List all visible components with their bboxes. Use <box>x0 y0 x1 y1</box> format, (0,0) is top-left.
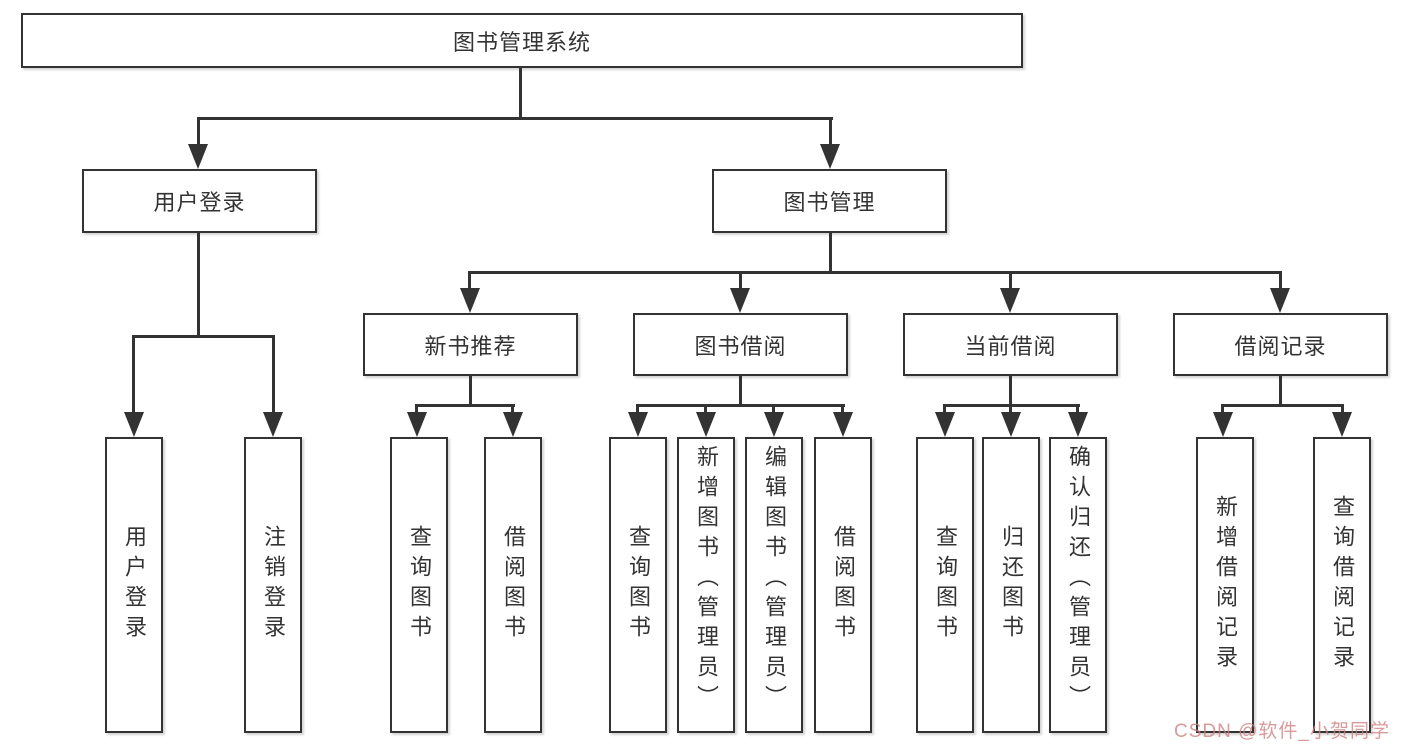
csdn-watermark: CSDN @软件_小贺同学 <box>1174 721 1390 742</box>
connector-line <box>468 272 471 290</box>
connector-line <box>1009 376 1012 406</box>
leaf-borrow-edit-book-admin: 编辑图书（管理员） <box>745 437 803 733</box>
connector-line <box>772 405 775 414</box>
leaf-user-login: 用户登录 <box>105 437 163 733</box>
connector-line <box>636 404 845 407</box>
leaf-current-confirm-return-admin: 确认归还（管理员） <box>1049 437 1107 733</box>
arrowhead-down-icon <box>407 412 427 437</box>
connector-line <box>1279 376 1282 406</box>
connector-line <box>829 118 832 146</box>
node-book-borrow: 图书借阅 <box>633 313 848 376</box>
connector-line <box>1221 404 1344 407</box>
arrowhead-down-icon <box>1332 412 1352 437</box>
node-book-manage: 图书管理 <box>712 169 947 233</box>
connector-line <box>197 118 200 146</box>
connector-line <box>841 405 844 414</box>
connector-line <box>943 405 946 414</box>
connector-line <box>636 405 639 414</box>
arrowhead-down-icon <box>263 412 283 437</box>
connector-line <box>739 272 742 290</box>
connector-line <box>468 271 1282 274</box>
connector-line <box>1279 272 1282 290</box>
node-current-borrow: 当前借阅 <box>903 313 1118 376</box>
connector-line <box>1009 272 1012 290</box>
arrowhead-down-icon <box>188 144 208 169</box>
connector-line <box>1009 405 1012 414</box>
arrowhead-down-icon <box>628 412 648 437</box>
arrowhead-down-icon <box>833 412 853 437</box>
connector-line <box>415 404 515 407</box>
arrowhead-down-icon <box>1001 412 1021 437</box>
arrowhead-down-icon <box>1270 288 1290 313</box>
connector-line <box>1341 405 1344 414</box>
connector-line <box>511 405 514 414</box>
arrowhead-down-icon <box>935 412 955 437</box>
arrowhead-down-icon <box>764 412 784 437</box>
connector-line <box>829 233 832 274</box>
leaf-recommend-borrow-book: 借阅图书 <box>484 437 542 733</box>
connector-line <box>519 68 522 118</box>
leaf-record-query-borrow-record: 查询借阅记录 <box>1313 437 1371 733</box>
connector-line <box>197 117 833 120</box>
connector-line <box>197 233 200 336</box>
leaf-borrow-add-book-admin: 新增图书（管理员） <box>677 437 735 733</box>
leaf-current-return-book: 归还图书 <box>982 437 1040 733</box>
connector-line <box>1076 405 1079 414</box>
leaf-current-query-book: 查询图书 <box>916 437 974 733</box>
arrowhead-down-icon <box>820 144 840 169</box>
leaf-recommend-query-book: 查询图书 <box>390 437 448 733</box>
connector-line <box>132 336 135 413</box>
arrowhead-down-icon <box>730 288 750 313</box>
arrowhead-down-icon <box>124 412 144 437</box>
connector-line <box>132 335 275 338</box>
leaf-borrow-borrow-book: 借阅图书 <box>814 437 872 733</box>
node-user-login: 用户登录 <box>82 169 317 233</box>
node-root-system: 图书管理系统 <box>21 13 1023 68</box>
leaf-record-add-borrow-record: 新增借阅记录 <box>1196 437 1254 733</box>
arrowhead-down-icon <box>1213 412 1233 437</box>
connector-line <box>739 376 742 406</box>
connector-line <box>415 405 418 414</box>
arrowhead-down-icon <box>460 288 480 313</box>
arrowhead-down-icon <box>503 412 523 437</box>
node-new-book-recommend: 新书推荐 <box>363 313 578 376</box>
connector-line <box>272 336 275 413</box>
arrowhead-down-icon <box>1068 412 1088 437</box>
leaf-borrow-query-book: 查询图书 <box>609 437 667 733</box>
connector-line <box>469 376 472 406</box>
connector-line <box>704 405 707 414</box>
connector-line <box>1221 405 1224 414</box>
leaf-logout: 注销登录 <box>244 437 302 733</box>
arrowhead-down-icon <box>1000 288 1020 313</box>
arrowhead-down-icon <box>696 412 716 437</box>
node-borrow-record: 借阅记录 <box>1173 313 1388 376</box>
